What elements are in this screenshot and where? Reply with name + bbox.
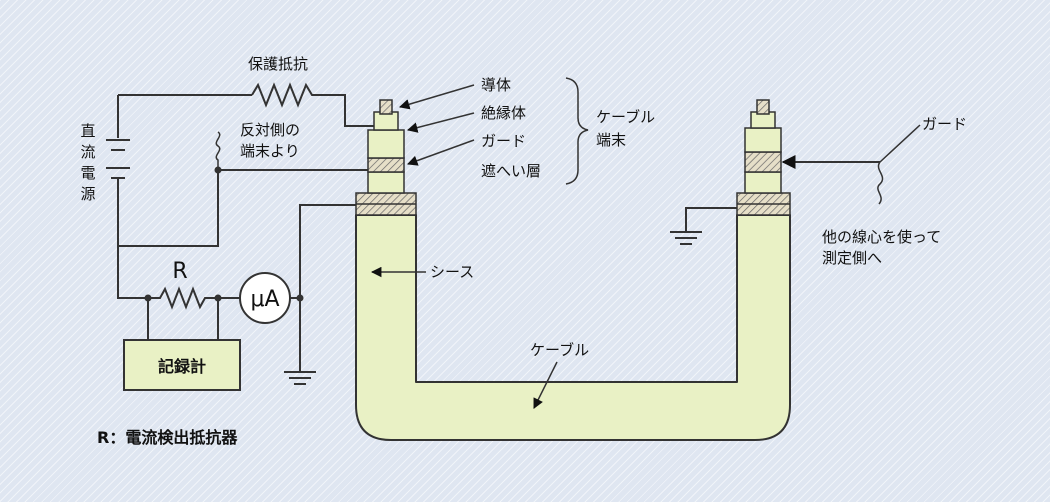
label-guard: ガード [481,132,526,150]
left-guard-band [367,157,405,173]
wire-resistor-to-conductor [318,94,380,127]
arrow-guard [407,139,475,166]
current-detect-resistor [148,286,212,310]
wire-to-sheath [299,204,356,298]
label-other-core-1: 他の線心を使って [822,228,941,246]
recorder-label: 記録計 [158,357,206,376]
label-cable-terminal-1: ケーブル [596,108,655,126]
right-guard-band [744,151,782,173]
label-cable: ケーブル [530,341,589,359]
recorder-box [123,339,241,391]
right-terminal [736,99,791,216]
microammeter-circle [239,272,291,324]
arrow-insulator [406,112,475,133]
right-guard-squiggle [877,161,884,205]
label-cable-terminal-2: 端末 [596,131,626,149]
svg-text:流: 流 [80,143,95,161]
right-guard-leader [879,124,921,163]
right-conductor [756,99,770,115]
wire-source-down [117,178,148,299]
cable-body [355,214,791,441]
left-insulator-lower [367,171,405,194]
label-protective-resistor: 保護抵抗 [248,55,308,73]
wire-break-squiggle [215,131,221,170]
svg-text:源: 源 [80,185,95,203]
label-other-core-2: 測定側へ [822,249,882,267]
left-insulator-upper [367,129,405,159]
legend-r: R：電流検出抵抗器 [97,428,238,447]
microammeter-label: μA [250,287,279,312]
right-ground [670,207,737,245]
left-terminal [355,99,417,216]
label-guard-right: ガード [922,115,967,133]
svg-text:直: 直 [80,122,95,140]
right-insulator-upper [744,127,782,153]
label-r: R [172,259,187,284]
terminal-brace [565,77,589,185]
left-conductor [379,99,393,115]
label-other-side-2: 端末より [240,142,300,160]
label-other-side-1: 反対側の [240,121,300,139]
arrow-conductor [398,84,475,110]
label-sheath: シース [430,263,474,281]
protective-resistor [251,82,318,108]
wire-guard-branch [118,170,219,247]
label-dc-source: 直 流 電 源 [80,122,95,203]
label-semiconductive-layer: 遮へい層 [481,162,541,180]
right-insulator-lower [744,171,782,194]
label-conductor: 導体 [481,76,511,94]
arrow-cable [533,361,558,409]
svg-text:電: 電 [80,164,95,182]
label-insulator: 絶縁体 [481,104,526,122]
